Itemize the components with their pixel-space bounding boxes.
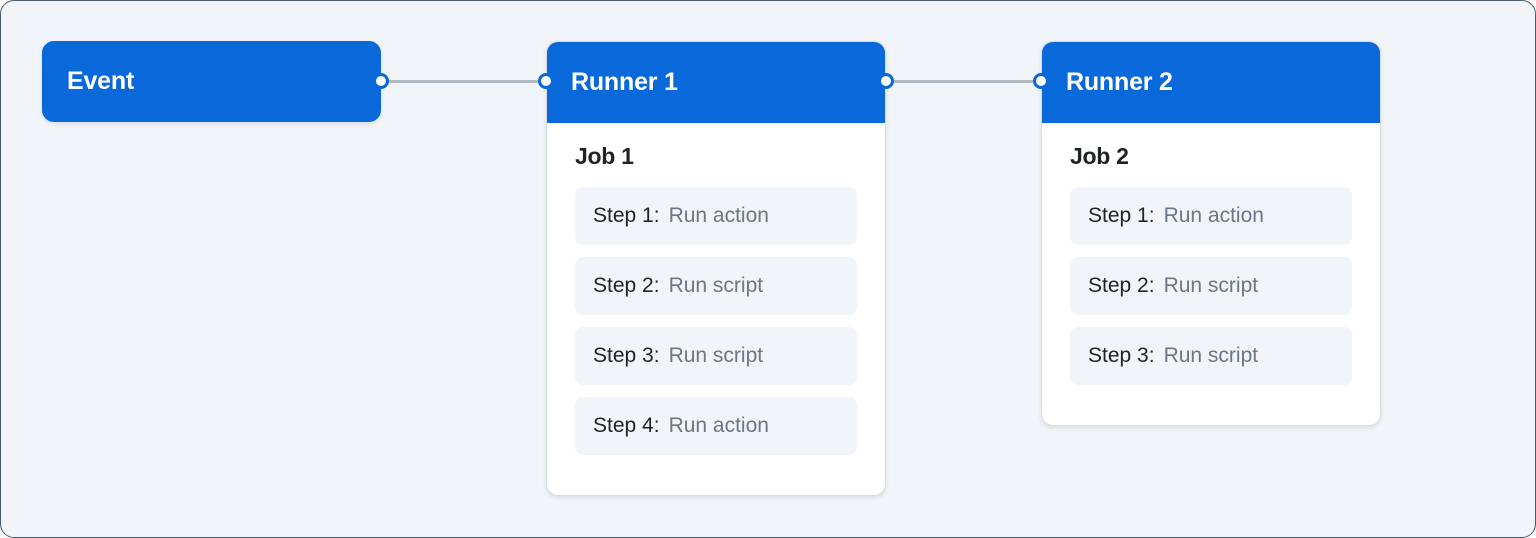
job-title-1: Job 1 — [575, 143, 634, 169]
edge-event-to-runner1[interactable] — [383, 80, 543, 83]
step-label: Step 2: — [593, 274, 660, 297]
step-item[interactable]: Step 3: Run script — [575, 327, 857, 385]
step-list-1: Step 1: Run action Step 2: Run script St… — [575, 187, 857, 455]
step-list-2: Step 1: Run action Step 2: Run script St… — [1070, 187, 1352, 385]
step-label: Step 3: — [1088, 344, 1155, 367]
job-title-2: Job 2 — [1070, 143, 1129, 169]
step-label: Step 4: — [593, 414, 660, 437]
node-runner-2[interactable]: Runner 2 Job 2 Step 1: Run action Step 2… — [1041, 41, 1381, 426]
handle-event-source[interactable] — [373, 73, 389, 89]
step-item[interactable]: Step 1: Run action — [575, 187, 857, 245]
step-value: Run script — [668, 344, 764, 367]
node-runner-1-title: Runner 1 — [547, 42, 885, 123]
step-label: Step 1: — [593, 204, 660, 227]
step-item[interactable]: Step 2: Run script — [575, 257, 857, 315]
node-event-title: Event — [43, 42, 380, 121]
step-item[interactable]: Step 2: Run script — [1070, 257, 1352, 315]
handle-runner-1-source[interactable] — [878, 73, 894, 89]
node-event[interactable]: Event — [42, 41, 381, 122]
step-value: Run script — [1163, 274, 1259, 297]
step-item[interactable]: Step 1: Run action — [1070, 187, 1352, 245]
step-label: Step 3: — [593, 344, 660, 367]
step-value: Run script — [1163, 344, 1259, 367]
node-runner-1[interactable]: Runner 1 Job 1 Step 1: Run action Step 2… — [546, 41, 886, 496]
node-runner-1-body: Job 1 Step 1: Run action Step 2: Run scr… — [547, 123, 885, 481]
step-value: Run action — [1163, 204, 1264, 227]
edge-runner1-to-runner2[interactable] — [885, 80, 1040, 83]
step-item[interactable]: Step 3: Run script — [1070, 327, 1352, 385]
step-value: Run action — [668, 414, 769, 437]
handle-runner-1-target[interactable] — [538, 73, 554, 89]
step-value: Run script — [668, 274, 764, 297]
handle-runner-2-target[interactable] — [1033, 73, 1049, 89]
step-item[interactable]: Step 4: Run action — [575, 397, 857, 455]
step-value: Run action — [668, 204, 769, 227]
step-label: Step 1: — [1088, 204, 1155, 227]
step-label: Step 2: — [1088, 274, 1155, 297]
node-runner-2-title: Runner 2 — [1042, 42, 1380, 123]
node-runner-2-body: Job 2 Step 1: Run action Step 2: Run scr… — [1042, 123, 1380, 411]
